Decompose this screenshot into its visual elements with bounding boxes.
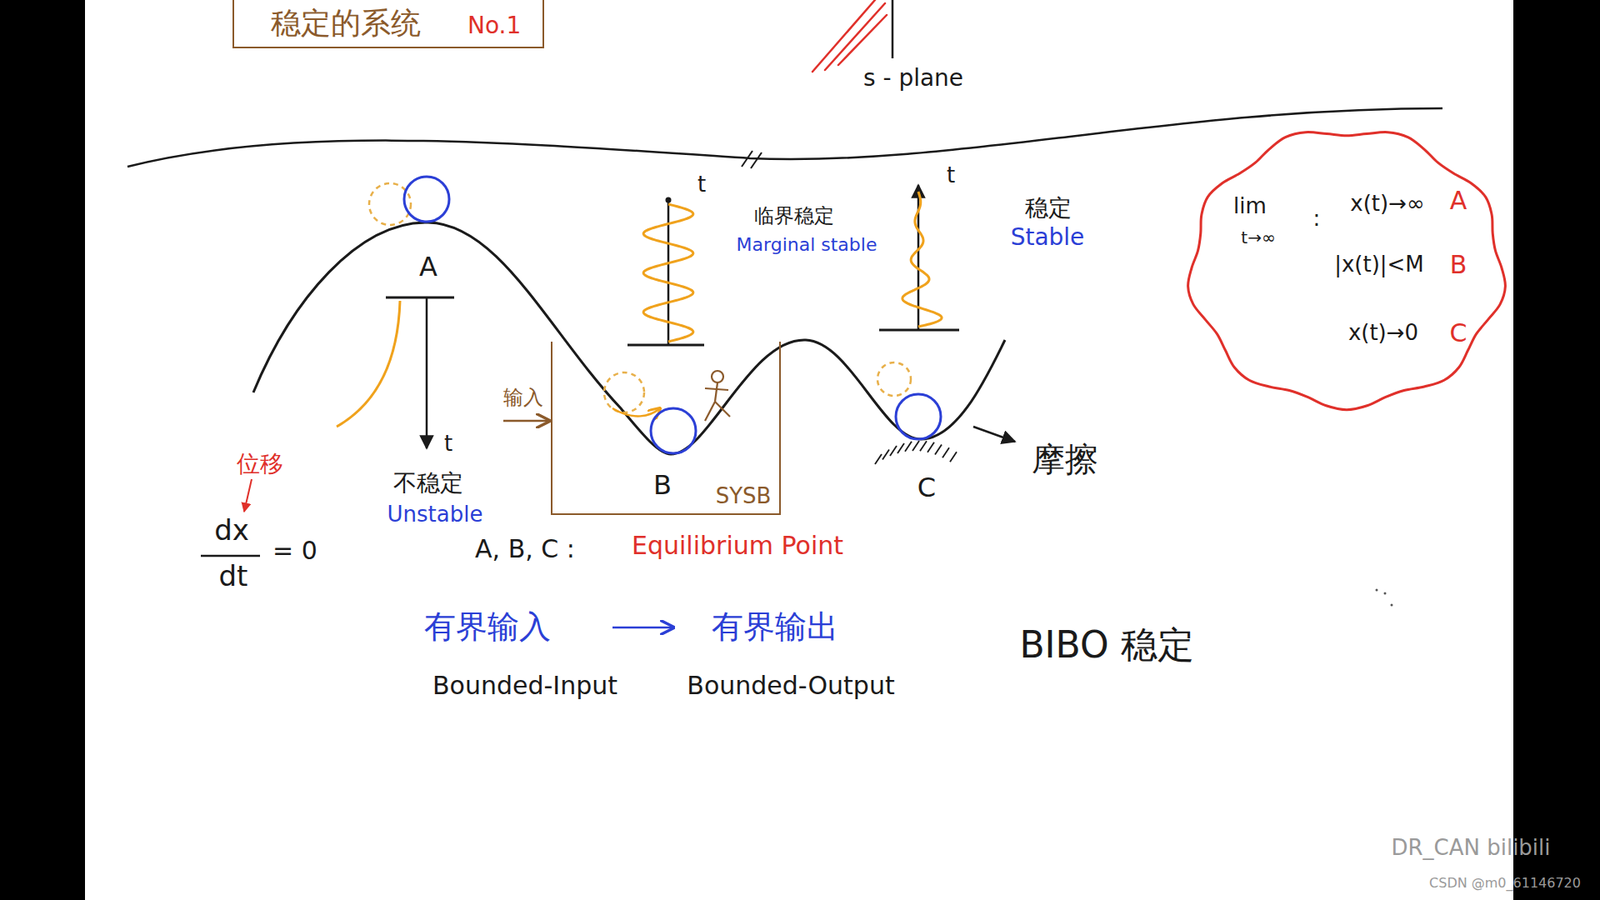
- note: BIBO 稳定: [1019, 624, 1194, 667]
- condition: |x(t)|<M: [1334, 252, 1425, 278]
- time-axis-base: [385, 296, 455, 300]
- friction-hatch: [875, 440, 957, 465]
- note: A, B, C :: [475, 535, 575, 565]
- system-box: B SYSB: [550, 341, 781, 515]
- ball-ghost: [877, 362, 911, 396]
- point-letter: C: [917, 472, 936, 504]
- plane-label: s - plane: [863, 65, 964, 92]
- note: 有界输出: [711, 609, 839, 646]
- response-curve: [902, 191, 942, 327]
- title-box: 稳定的系统 No.1: [232, 0, 545, 49]
- fraction-bar: [200, 555, 260, 558]
- limit-symbol: lim: [1233, 194, 1267, 220]
- leader-arrow: [244, 479, 252, 512]
- note: Bounded-Output: [686, 671, 895, 701]
- input-arrow: [503, 420, 550, 423]
- note: Equilibrium Point: [631, 531, 844, 561]
- colon: :: [1313, 206, 1321, 232]
- axis-label: t: [444, 431, 453, 457]
- title-number: No.1: [467, 12, 521, 40]
- break-mark: [741, 150, 762, 169]
- formula-denominator: dt: [219, 560, 249, 593]
- state-label: 不稳定: [393, 470, 464, 497]
- title-text: 稳定的系统: [270, 5, 421, 40]
- implies-arrow: [612, 626, 674, 630]
- state-label: Marginal stable: [736, 234, 878, 255]
- ball: [404, 176, 450, 222]
- note: 有界输入: [424, 609, 551, 646]
- response-curve: [643, 204, 694, 342]
- specks: [1375, 589, 1394, 607]
- state-label: 稳定: [1025, 195, 1072, 222]
- watermark: DR_CAN bilibili: [1390, 835, 1550, 861]
- motion-arrow: [612, 408, 660, 416]
- time-axis-base: [627, 344, 705, 347]
- side-bar: [1513, 0, 1600, 900]
- stick-man: [705, 370, 730, 421]
- time-axis: [425, 297, 429, 449]
- system-name: SYSB: [715, 484, 772, 510]
- state-label: Stable: [1010, 224, 1085, 251]
- annotation: 位移: [236, 450, 284, 478]
- ball: [895, 394, 941, 440]
- input-label: 输入: [503, 386, 544, 410]
- formula-rhs: = 0: [272, 536, 318, 566]
- divider-line: [127, 108, 1443, 167]
- case-letter: A: [1450, 186, 1468, 216]
- friction-arrow: [973, 426, 1015, 442]
- note: Bounded-Input: [432, 671, 618, 701]
- point-letter: A: [419, 251, 438, 283]
- s-plane-hatch: [812, 0, 887, 72]
- cloud-border: [1188, 132, 1506, 410]
- ball-ghost: [604, 372, 645, 413]
- response-curve: [336, 300, 400, 427]
- point-letter: B: [653, 470, 672, 501]
- limit-cloud: lim t→∞: x(t)→∞ A |x(t)|<M Bx(t)→0 C: [1183, 127, 1510, 409]
- axis-label: t: [697, 172, 706, 198]
- terrain-curve: [253, 222, 1005, 455]
- case-letter: C: [1450, 319, 1468, 349]
- formula-numerator: dx: [214, 514, 250, 547]
- condition: x(t)→∞: [1350, 191, 1425, 217]
- friction-label: 摩擦: [1031, 440, 1099, 479]
- case-letter: B: [1450, 250, 1468, 280]
- state-label: 临界稳定: [754, 205, 835, 229]
- state-label: Unstable: [387, 502, 484, 528]
- watermark: CSDN @m0_61146720: [1429, 875, 1581, 891]
- axis-tip: [665, 197, 672, 204]
- ball: [650, 408, 696, 454]
- condition: x(t)→0: [1348, 320, 1419, 346]
- limit-subscript: t→∞: [1240, 228, 1275, 248]
- side-bar: [0, 0, 85, 900]
- s-plane-axis: [891, 0, 895, 59]
- axis-label: t: [946, 163, 955, 189]
